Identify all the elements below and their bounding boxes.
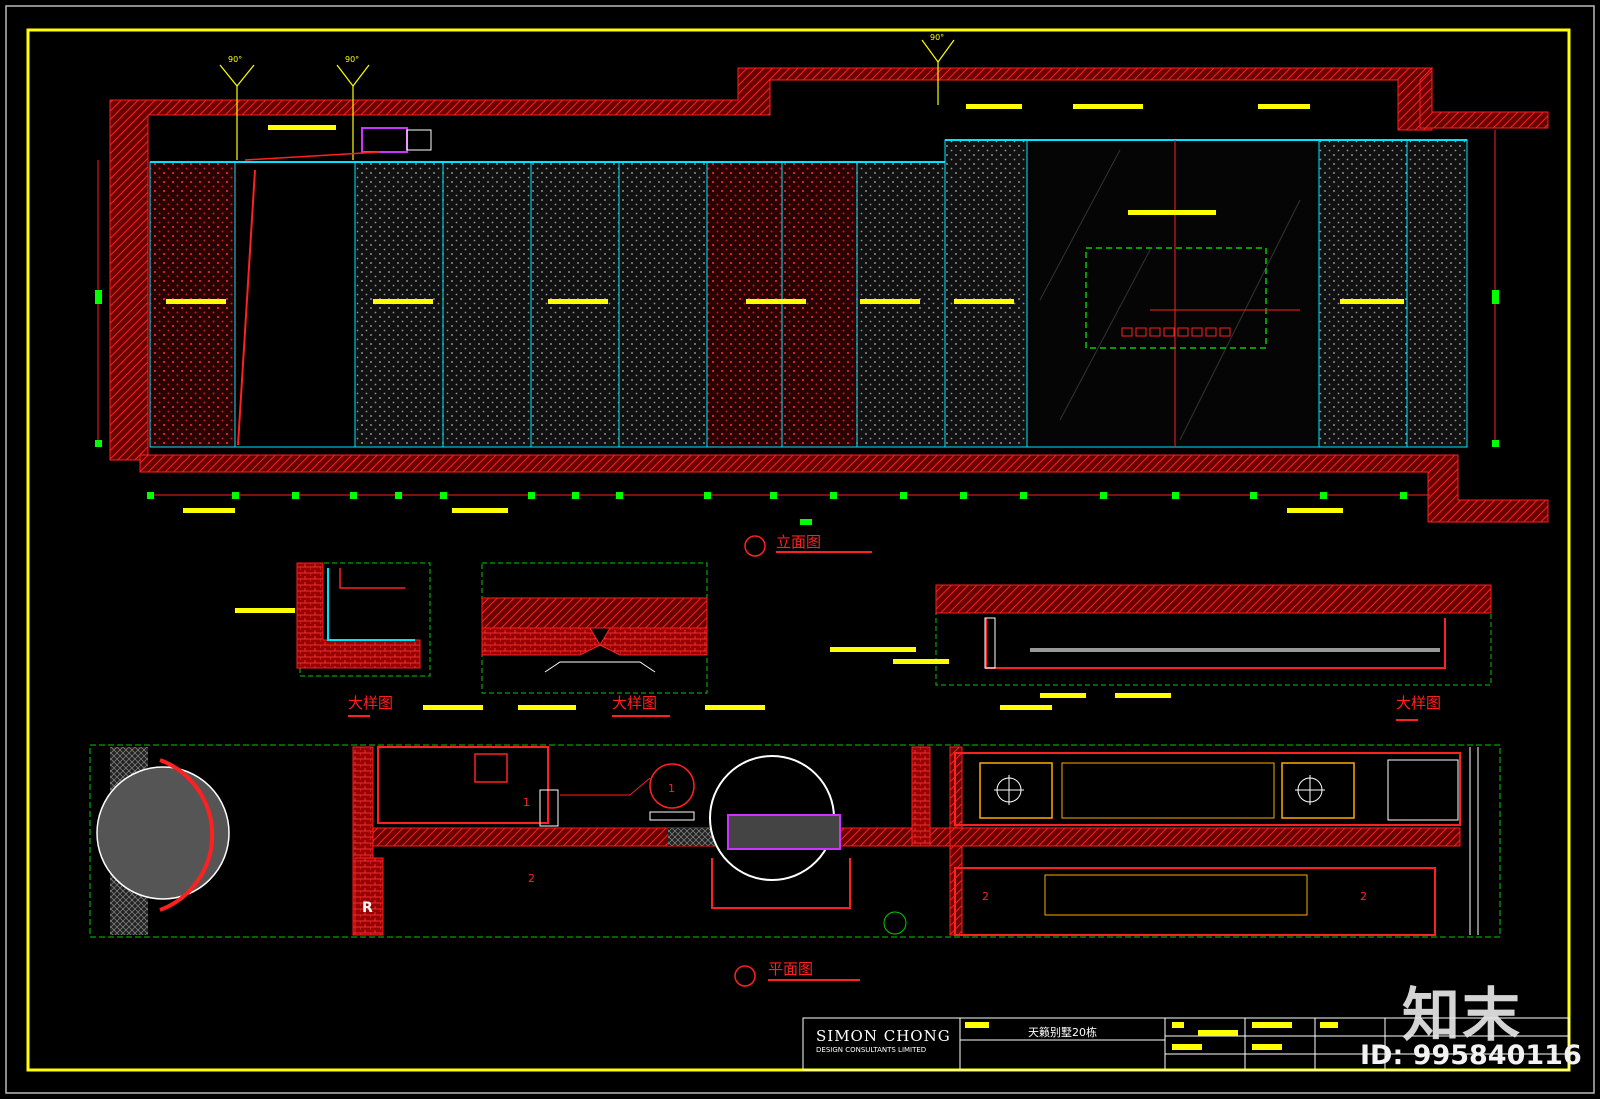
hob-burners	[994, 775, 1325, 805]
panel-7	[781, 161, 858, 448]
tv-wall	[1026, 139, 1320, 448]
plan-view: R 1 1 2 2 2	[89, 744, 1501, 987]
panel-9	[944, 139, 1028, 448]
firm-subtitle: DESIGN CONSULTANTS LIMITED	[816, 1046, 927, 1054]
tag-2a: 2	[528, 872, 535, 885]
purple-bench	[727, 814, 841, 850]
dimension-ticks	[147, 492, 1407, 525]
panel-10	[1318, 139, 1408, 448]
elevation-view: 90° 90° 90°	[95, 33, 1549, 557]
panel-5	[618, 161, 708, 448]
tag-2c: 2	[1360, 890, 1367, 903]
detail-2: 大样图	[423, 562, 765, 717]
door-swing-line	[237, 169, 256, 446]
right-wall	[1419, 66, 1549, 129]
angle-mark-2: 90°	[345, 55, 359, 64]
projector-box	[361, 127, 408, 153]
angle-mark-3: 90°	[930, 33, 944, 42]
panel-6	[706, 161, 783, 448]
floor-slab	[139, 454, 1549, 523]
elevation-section-bubble	[744, 535, 766, 557]
sheet-inner-border	[26, 28, 1571, 1072]
tag-1b: 1	[668, 782, 675, 795]
detail-1: 大样图	[235, 562, 431, 717]
title-block-bars	[965, 1022, 1338, 1050]
angle-mark-1: 90°	[228, 55, 242, 64]
elevation-title: 立面图	[776, 533, 821, 551]
detail-3-title: 大样图	[1396, 694, 1441, 712]
round-column-left	[96, 766, 230, 900]
panel-1	[149, 161, 236, 448]
plan-section-bubble	[734, 965, 756, 987]
firm-name: SIMON CHONG	[816, 1027, 951, 1045]
panel-8	[856, 161, 946, 448]
watermark-id: ID: 995840116	[1360, 1040, 1582, 1071]
tv-cabinet-handles	[1121, 327, 1231, 337]
tag-2b: 2	[982, 890, 989, 903]
panel-11	[1406, 139, 1468, 448]
tag-1a: 1	[523, 796, 530, 809]
panel-2	[354, 161, 444, 448]
detail-1-title: 大样图	[348, 694, 393, 712]
plan-boundary	[89, 744, 1501, 938]
grid-marker-r: R	[362, 900, 373, 916]
sheet-outer-border	[5, 5, 1595, 1094]
annotation-bars	[166, 104, 1404, 513]
panel-3	[442, 161, 532, 448]
panel-4	[530, 161, 620, 448]
grid-marker	[354, 857, 384, 936]
detail-3: 大样图	[830, 584, 1492, 721]
detail-2-title: 大样图	[612, 694, 657, 712]
downlight-symbols	[219, 39, 955, 160]
tv-screen	[1085, 247, 1267, 349]
project-name: 天籁别墅20栋	[1028, 1026, 1097, 1039]
plan-title: 平面图	[768, 960, 813, 978]
watermark-logo: 知末	[1402, 981, 1523, 1049]
